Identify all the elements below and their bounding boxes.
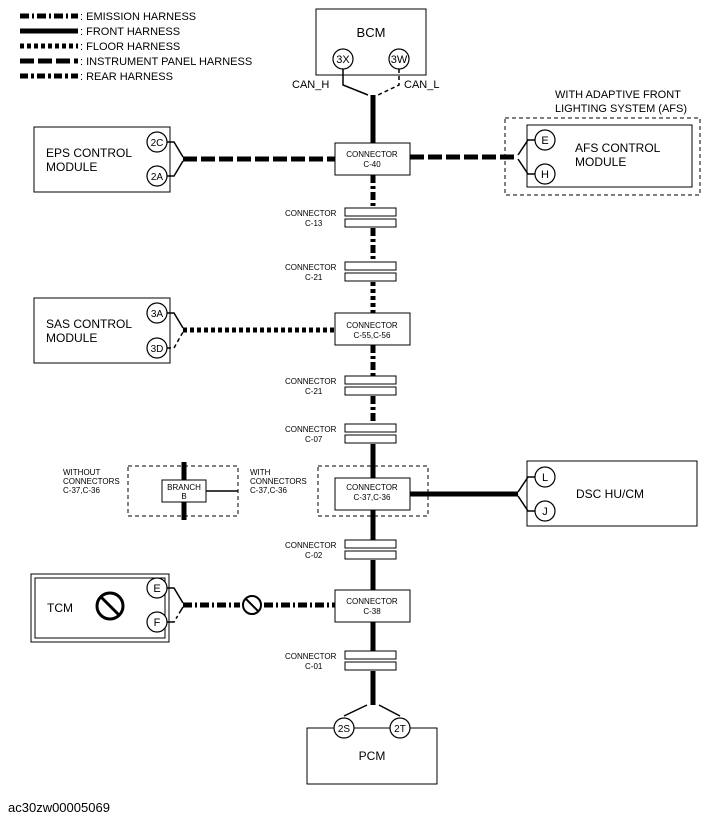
svg-text:C-13: C-13 — [305, 219, 323, 228]
without-connectors-2: CONNECTORS — [63, 477, 120, 486]
svg-text:CONNECTOR: CONNECTOR — [285, 541, 337, 550]
sas-pin-3a-label: 3A — [151, 309, 164, 320]
pcm-pin-2t — [389, 717, 411, 739]
legend-rear: : REAR HARNESS — [80, 71, 173, 83]
svg-text:C-21: C-21 — [305, 387, 323, 396]
svg-text:C-55,C-56: C-55,C-56 — [354, 331, 391, 340]
branch-label-1: BRANCH — [167, 483, 201, 492]
svg-text:CONNECTOR: CONNECTOR — [285, 377, 337, 386]
svg-text:C-21: C-21 — [305, 273, 323, 282]
afs-module: WITH ADAPTIVE FRONT LIGHTING SYSTEM (AFS… — [410, 89, 701, 196]
eps-label-1: EPS CONTROL — [46, 146, 132, 160]
with-connectors-3: C-37,C-36 — [250, 486, 287, 495]
prohibited-icon — [95, 591, 125, 621]
svg-text:CONNECTOR: CONNECTOR — [346, 483, 398, 492]
bcm-module: BCM 3X 3W CAN_H CAN_L — [292, 8, 439, 96]
sas-label-2: MODULE — [46, 331, 97, 345]
figure-id: ac30zw00005069 — [8, 800, 110, 815]
pcm-label: PCM — [359, 749, 386, 763]
svg-text:C-01: C-01 — [305, 662, 323, 671]
sas-pin-3d-label: 3D — [151, 344, 164, 355]
with-connectors-1: WITH — [250, 468, 271, 477]
sas-module: SAS CONTROL MODULE 3A 3D — [33, 297, 335, 364]
connector-c21-a: CONNECTOR C-21 — [285, 261, 397, 282]
prohibited-small-icon — [242, 595, 262, 615]
connector-c37-c36: CONNECTOR C-37,C-36 — [317, 465, 429, 517]
dsc-label: DSC HU/CM — [576, 487, 644, 501]
tcm-pin-e-label: E — [153, 583, 160, 595]
svg-text:CONNECTOR: CONNECTOR — [285, 652, 337, 661]
afs-note-2: LIGHTING SYSTEM (AFS) — [555, 103, 687, 115]
connector-c13: CONNECTOR C-13 — [285, 207, 397, 228]
can-l-label: CAN_L — [404, 79, 439, 91]
svg-text:CONNECTOR: CONNECTOR — [346, 597, 398, 606]
pcm-pin-2s — [333, 717, 355, 739]
svg-text:CONNECTOR: CONNECTOR — [346, 321, 398, 330]
legend-emission: : EMISSION HARNESS — [80, 11, 196, 23]
eps-label-2: MODULE — [46, 160, 97, 174]
connector-c07: CONNECTOR C-07 — [285, 423, 397, 444]
connector-c55-c56: CONNECTOR C-55,C-56 — [334, 312, 411, 346]
afs-label-2: MODULE — [575, 155, 626, 169]
connector-c40: CONNECTOR C-40 — [334, 142, 411, 176]
connector-c02: CONNECTOR C-02 — [285, 539, 397, 560]
connector-c21-b: CONNECTOR C-21 — [285, 375, 397, 396]
svg-text:C-40: C-40 — [363, 160, 381, 169]
legend-instrument-panel: : INSTRUMENT PANEL HARNESS — [80, 56, 252, 68]
afs-pin-h-label: H — [541, 169, 549, 181]
legend-floor: : FLOOR HARNESS — [80, 41, 180, 53]
eps-pin-2a-label: 2A — [151, 172, 164, 183]
sas-label-1: SAS CONTROL — [46, 317, 132, 331]
svg-text:C-07: C-07 — [305, 435, 323, 444]
afs-label-1: AFS CONTROL — [575, 141, 661, 155]
dsc-pin-j-label: J — [542, 506, 548, 518]
branch-b: BRANCH B WITHOUT CONNECTORS C-37,C-36 WI… — [63, 462, 307, 520]
svg-text:CONNECTOR: CONNECTOR — [285, 209, 337, 218]
svg-text:C-02: C-02 — [305, 551, 323, 560]
tcm-pin-f-label: F — [154, 617, 161, 629]
pcm-pin-2s-label: 2S — [338, 724, 351, 735]
can-h-label: CAN_H — [292, 79, 329, 91]
bcm-label: BCM — [357, 25, 386, 40]
dsc-pin-l-label: L — [542, 472, 548, 484]
bcm-pin-3w-label: 3W — [391, 54, 408, 66]
dsc-module: DSC HU/CM L J — [410, 460, 698, 527]
tcm-label: TCM — [47, 601, 73, 615]
legend: : EMISSION HARNESS : FRONT HARNESS : FLO… — [20, 11, 252, 83]
pcm-module: PCM 2S 2T — [306, 704, 438, 785]
connector-c01: CONNECTOR C-01 — [285, 650, 397, 671]
branch-label-2: B — [181, 492, 186, 501]
with-connectors-2: CONNECTORS — [250, 477, 307, 486]
svg-text:CONNECTOR: CONNECTOR — [285, 425, 337, 434]
svg-text:CONNECTOR: CONNECTOR — [285, 263, 337, 272]
afs-pin-e-label: E — [541, 135, 548, 147]
eps-pin-2c-label: 2C — [151, 138, 164, 149]
bcm-pin-3x-label: 3X — [336, 54, 350, 66]
svg-text:C-38: C-38 — [363, 607, 381, 616]
afs-note-1: WITH ADAPTIVE FRONT — [555, 89, 681, 101]
eps-module: EPS CONTROL MODULE 2C 2A — [33, 126, 335, 193]
legend-front: : FRONT HARNESS — [80, 26, 180, 38]
tcm-module: TCM E F — [30, 573, 335, 643]
connector-c38: CONNECTOR C-38 — [334, 589, 411, 623]
without-connectors-1: WITHOUT — [63, 468, 100, 477]
without-connectors-3: C-37,C-36 — [63, 486, 100, 495]
pcm-pin-2t-label: 2T — [394, 724, 406, 735]
svg-text:C-37,C-36: C-37,C-36 — [354, 493, 391, 502]
svg-text:CONNECTOR: CONNECTOR — [346, 150, 398, 159]
